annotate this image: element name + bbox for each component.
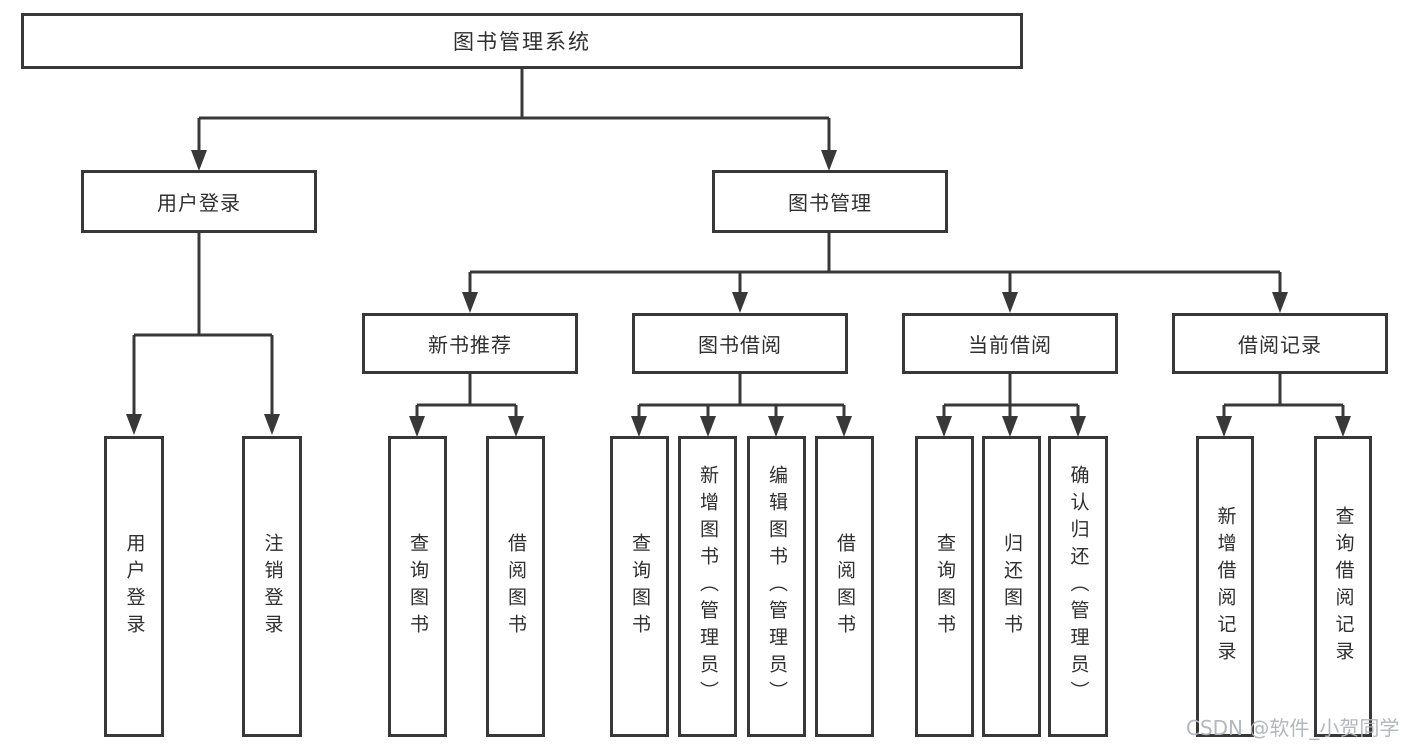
leaf-query-borrow-record: 查询借阅记录 [1314, 436, 1372, 737]
leaf-query-book-under-recommend: 查询图书 [388, 436, 447, 737]
leaf-add-book-label: 新增图书（管理员） [697, 465, 719, 708]
leaf-query-record-label: 查询借阅记录 [1332, 505, 1355, 668]
leaf-edit-book-admin: 编辑图书（管理员） [747, 436, 806, 737]
leaf-borrow-book-1-label: 借阅图书 [505, 532, 527, 641]
connector-user-login-children [132, 233, 274, 416]
leaf-logout-label: 注销登录 [261, 532, 284, 641]
leaf-return-book: 归还图书 [982, 436, 1041, 737]
node-book-management: 图书管理 [712, 170, 948, 233]
connector-book-borrow-children [637, 373, 846, 417]
node-current-borrow: 当前借阅 [902, 313, 1118, 374]
node-user-login: 用户登录 [81, 170, 317, 233]
leaf-query-book-2-label: 查询图书 [629, 532, 651, 641]
leaf-borrow-book-under-borrow: 借阅图书 [815, 436, 874, 737]
leaf-logout: 注销登录 [242, 436, 302, 737]
leaf-add-book-admin: 新增图书（管理员） [678, 436, 737, 737]
connector-current-borrow-children [942, 373, 1080, 417]
arrowheads [126, 150, 1351, 437]
leaf-return-book-label: 归还图书 [1001, 532, 1023, 641]
leaf-borrow-book-under-recommend: 借阅图书 [486, 436, 545, 737]
leaf-borrow-book-2-label: 借阅图书 [834, 532, 856, 641]
node-borrow-records: 借阅记录 [1172, 313, 1388, 374]
leaf-user-login-label: 用户登录 [123, 532, 146, 641]
connector-book-mgmt-children [468, 233, 1282, 294]
connector-borrow-records-children [1222, 373, 1345, 417]
leaf-confirm-return-label: 确认归还（管理员） [1067, 465, 1090, 708]
leaf-confirm-return-admin: 确认归还（管理员） [1048, 436, 1108, 737]
leaf-query-book-1-label: 查询图书 [407, 532, 429, 641]
node-new-book-recommend: 新书推荐 [362, 313, 578, 374]
leaf-user-login: 用户登录 [104, 436, 164, 737]
leaf-add-borrow-record: 新增借阅记录 [1196, 436, 1254, 737]
node-library-system: 图书管理系统 [21, 13, 1023, 69]
node-book-borrow: 图书借阅 [632, 313, 848, 374]
leaf-query-book-under-borrow: 查询图书 [610, 436, 669, 737]
connector-new-book-children [415, 373, 518, 417]
leaf-edit-book-label: 编辑图书（管理员） [766, 465, 788, 708]
csdn-watermark: CSDN @软件_小贺同学 [1186, 716, 1400, 740]
connector-root-to-level2 [197, 69, 831, 152]
leaf-query-book-3-label: 查询图书 [934, 532, 956, 641]
leaf-query-book-under-current: 查询图书 [915, 436, 974, 737]
leaf-add-record-label: 新增借阅记录 [1214, 505, 1237, 668]
